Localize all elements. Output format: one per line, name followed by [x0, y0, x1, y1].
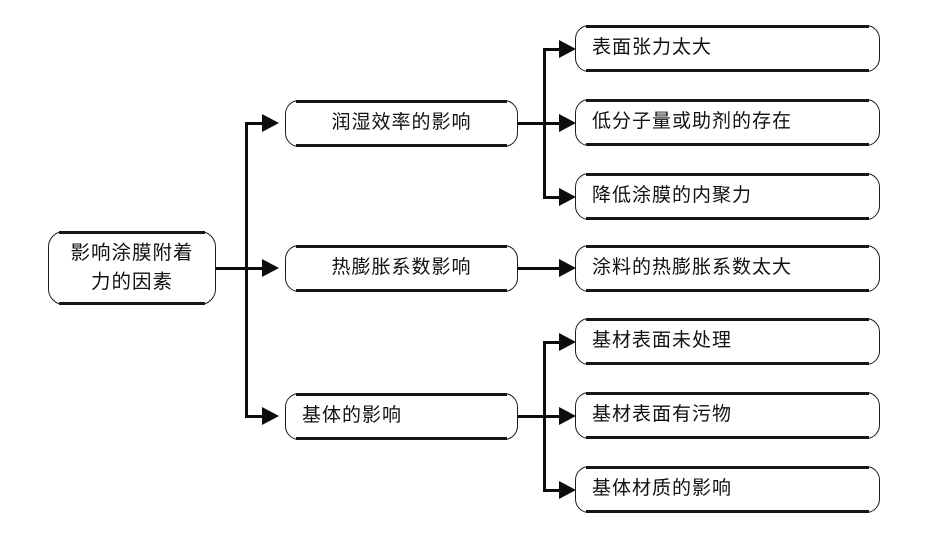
node-leaf-3-3[interactable]: 基体材质的影响 — [575, 466, 880, 513]
connector-branch-3-to-leaf-3 — [543, 489, 570, 492]
node-leaf-3-2-label: 基材表面有污物 — [592, 404, 733, 426]
node-leaf-2-1[interactable]: 涂料的热膨胀系数太大 — [575, 245, 880, 292]
arrow-branch-1-to-leaf-3 — [559, 188, 576, 206]
arrow-branch-2-to-leaf-1 — [559, 259, 576, 277]
connector-branch-3-to-leaf-2 — [543, 415, 570, 418]
connector-root-stem — [216, 267, 248, 270]
connector-branch-1-to-leaf-1 — [543, 48, 570, 51]
arrow-branch-1-to-leaf-2 — [559, 114, 576, 132]
connector-root-trunk — [245, 123, 248, 418]
connector-branch-3-stem — [518, 415, 546, 418]
arrow-branch-3-to-leaf-1 — [559, 333, 576, 351]
connector-root-to-branch-3 — [245, 415, 272, 418]
node-branch-1[interactable]: 润湿效率的影响 — [285, 100, 518, 147]
node-leaf-3-1[interactable]: 基材表面未处理 — [575, 318, 880, 365]
node-branch-2-label: 热膨胀系数影响 — [331, 257, 472, 279]
arrow-root-to-branch-3 — [262, 407, 279, 425]
node-branch-3[interactable]: 基体的影响 — [285, 393, 518, 440]
arrow-root-to-branch-2 — [262, 259, 279, 277]
connector-root-to-branch-2 — [245, 267, 272, 270]
connector-branch-3-to-leaf-1 — [543, 341, 570, 344]
connector-branch-1-to-leaf-3 — [543, 196, 570, 199]
node-branch-3-label: 基体的影响 — [302, 405, 403, 427]
node-branch-1-label: 润湿效率的影响 — [331, 112, 472, 134]
arrow-branch-3-to-leaf-2 — [559, 407, 576, 425]
arrow-root-to-branch-1 — [262, 114, 279, 132]
node-leaf-1-1[interactable]: 表面张力太大 — [575, 25, 880, 72]
node-root[interactable]: 影响涂膜附着 力的因素 — [48, 231, 216, 305]
node-leaf-3-3-label: 基体材质的影响 — [592, 478, 733, 500]
arrow-branch-1-to-leaf-1 — [559, 40, 576, 58]
connector-branch-1-to-leaf-2 — [543, 122, 570, 125]
node-leaf-1-3[interactable]: 降低涂膜的内聚力 — [575, 173, 880, 220]
node-root-label: 影响涂膜附着 力的因素 — [70, 241, 194, 293]
node-leaf-1-1-label: 表面张力太大 — [592, 37, 713, 59]
node-leaf-3-2[interactable]: 基材表面有污物 — [575, 392, 880, 439]
node-leaf-3-1-label: 基材表面未处理 — [592, 330, 733, 352]
node-leaf-2-1-label: 涂料的热膨胀系数太大 — [592, 257, 793, 279]
connector-branch-1-stem — [518, 122, 546, 125]
node-leaf-1-3-label: 降低涂膜的内聚力 — [592, 185, 753, 207]
node-leaf-1-2-label: 低分子量或助剂的存在 — [592, 111, 793, 133]
connector-branch-2-to-leaf-1 — [518, 267, 570, 270]
arrow-branch-3-to-leaf-3 — [559, 481, 576, 499]
node-leaf-1-2[interactable]: 低分子量或助剂的存在 — [575, 99, 880, 146]
connector-root-to-branch-1 — [245, 122, 272, 125]
node-branch-2[interactable]: 热膨胀系数影响 — [285, 245, 518, 292]
